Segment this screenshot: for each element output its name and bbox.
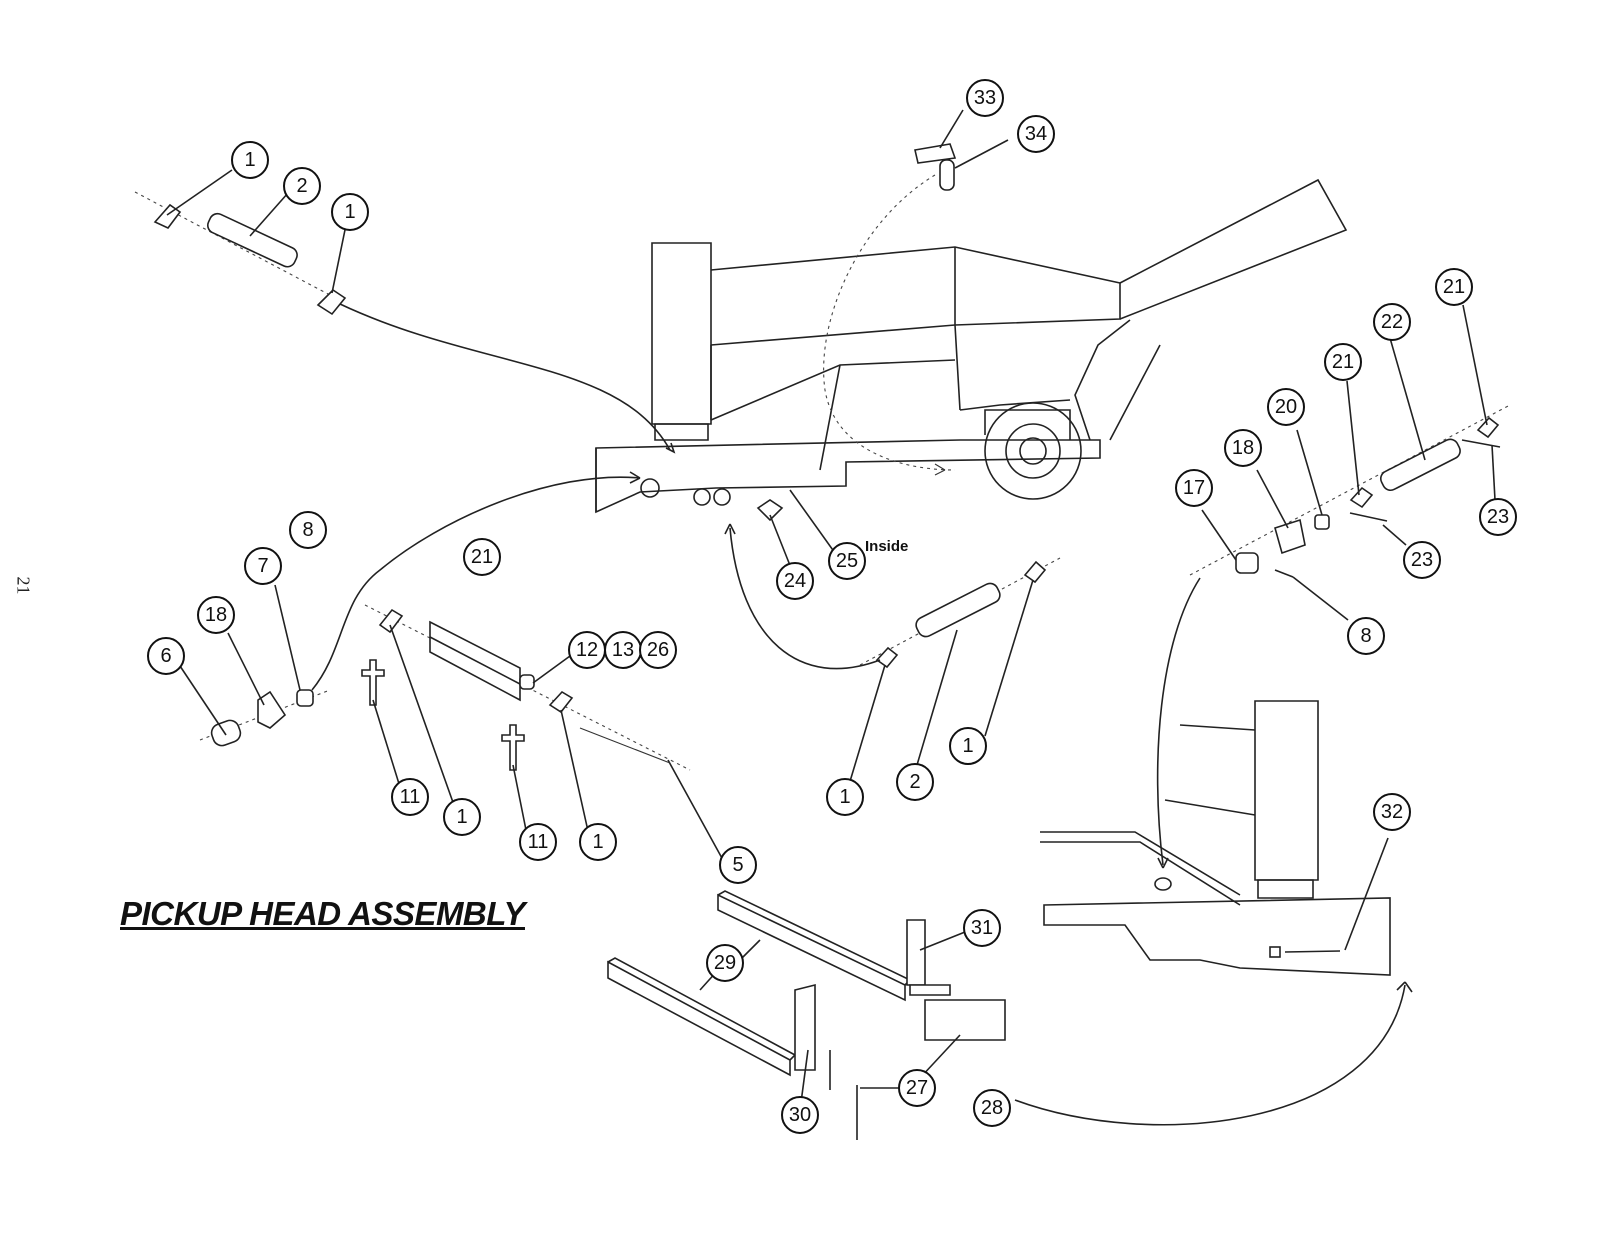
svg-text:21: 21: [1443, 276, 1465, 298]
svg-text:26: 26: [647, 639, 669, 661]
frame-detail: [1014, 700, 1413, 1126]
callout-1: 1: [443, 798, 481, 836]
svg-text:34: 34: [1025, 123, 1047, 145]
callout-29: 29: [706, 944, 744, 982]
svg-text:11: 11: [400, 786, 421, 808]
page-number: 21: [13, 576, 34, 595]
inside-note: Inside: [865, 538, 909, 555]
svg-text:28: 28: [981, 1097, 1003, 1119]
svg-text:23: 23: [1411, 549, 1433, 571]
callout-18: 18: [1224, 429, 1262, 467]
svg-text:1: 1: [456, 806, 467, 828]
callout-11: 11: [391, 778, 429, 816]
svg-text:11: 11: [528, 831, 549, 853]
machine-body: [595, 178, 1348, 522]
pin-route-line: [823, 174, 956, 471]
callout-12: 12: [568, 631, 606, 669]
svg-text:24: 24: [784, 570, 806, 592]
svg-text:23: 23: [1487, 506, 1509, 528]
right-shaft-assembly: [1156, 304, 1511, 869]
callout-25: 25: [828, 542, 866, 580]
callout-2: 2: [896, 763, 934, 801]
svg-text:18: 18: [1232, 437, 1254, 459]
callout-20: 20: [1267, 388, 1305, 426]
svg-text:13: 13: [612, 639, 634, 661]
svg-text:29: 29: [714, 952, 736, 974]
callout-1: 1: [231, 141, 269, 179]
svg-text:2: 2: [909, 771, 920, 793]
svg-text:32: 32: [1381, 801, 1403, 823]
callout-17: 17: [1175, 469, 1213, 507]
svg-text:20: 20: [1275, 396, 1297, 418]
pin-33-34: [914, 109, 1009, 191]
callout-7: 7: [244, 547, 282, 585]
callout-1: 1: [826, 778, 864, 816]
callout-5: 5: [719, 846, 757, 884]
svg-text:8: 8: [1360, 625, 1371, 647]
diagram-title: PICKUP HEAD ASSEMBLY: [120, 895, 525, 932]
svg-text:2: 2: [296, 175, 307, 197]
svg-text:7: 7: [257, 555, 268, 577]
svg-text:18: 18: [205, 604, 227, 626]
callout-33: 33: [966, 79, 1004, 117]
svg-text:25: 25: [836, 550, 858, 572]
callout-27: 27: [898, 1069, 936, 1107]
svg-text:1: 1: [244, 149, 255, 171]
middle-shaft-assembly: [724, 489, 1061, 789]
upper-shaft-assembly: [134, 169, 676, 454]
svg-text:6: 6: [160, 645, 171, 667]
svg-text:5: 5: [732, 854, 743, 876]
callout-6: 6: [147, 637, 185, 675]
callout-21: 21: [463, 538, 501, 576]
svg-text:1: 1: [839, 786, 850, 808]
callout-30: 30: [781, 1096, 819, 1134]
callout-21: 21: [1324, 343, 1362, 381]
center-roller-assembly: [361, 604, 724, 861]
callout-24: 24: [776, 562, 814, 600]
svg-text:22: 22: [1381, 311, 1403, 333]
callout-26: 26: [639, 631, 677, 669]
callout-28: 28: [973, 1089, 1011, 1127]
svg-text:21: 21: [471, 546, 493, 568]
svg-text:27: 27: [906, 1077, 928, 1099]
callout-1: 1: [331, 193, 369, 231]
svg-text:21: 21: [1332, 351, 1354, 373]
svg-text:30: 30: [789, 1104, 811, 1126]
callout-34: 34: [1017, 115, 1055, 153]
callout-22: 22: [1373, 303, 1411, 341]
svg-text:1: 1: [962, 735, 973, 757]
callout-1: 1: [949, 727, 987, 765]
svg-text:17: 17: [1183, 477, 1205, 499]
callout-31: 31: [963, 909, 1001, 947]
callout-13: 13: [604, 631, 642, 669]
svg-text:1: 1: [592, 831, 603, 853]
callout-18: 18: [197, 596, 235, 634]
callout-23: 23: [1479, 498, 1517, 536]
callout-32: 32: [1373, 793, 1411, 831]
svg-text:31: 31: [971, 917, 993, 939]
svg-text:33: 33: [974, 87, 996, 109]
rails-and-brackets: [607, 890, 1006, 1140]
svg-text:12: 12: [576, 639, 598, 661]
callout-2: 2: [283, 167, 321, 205]
callout-8: 8: [289, 511, 327, 549]
callout-11: 11: [519, 823, 557, 861]
svg-text:1: 1: [344, 201, 355, 223]
callout-8: 8: [1347, 617, 1385, 655]
svg-text:8: 8: [302, 519, 313, 541]
callout-1: 1: [579, 823, 617, 861]
left-drive-assembly: [179, 471, 641, 747]
callout-21: 21: [1435, 268, 1473, 306]
callout-23: 23: [1403, 541, 1441, 579]
